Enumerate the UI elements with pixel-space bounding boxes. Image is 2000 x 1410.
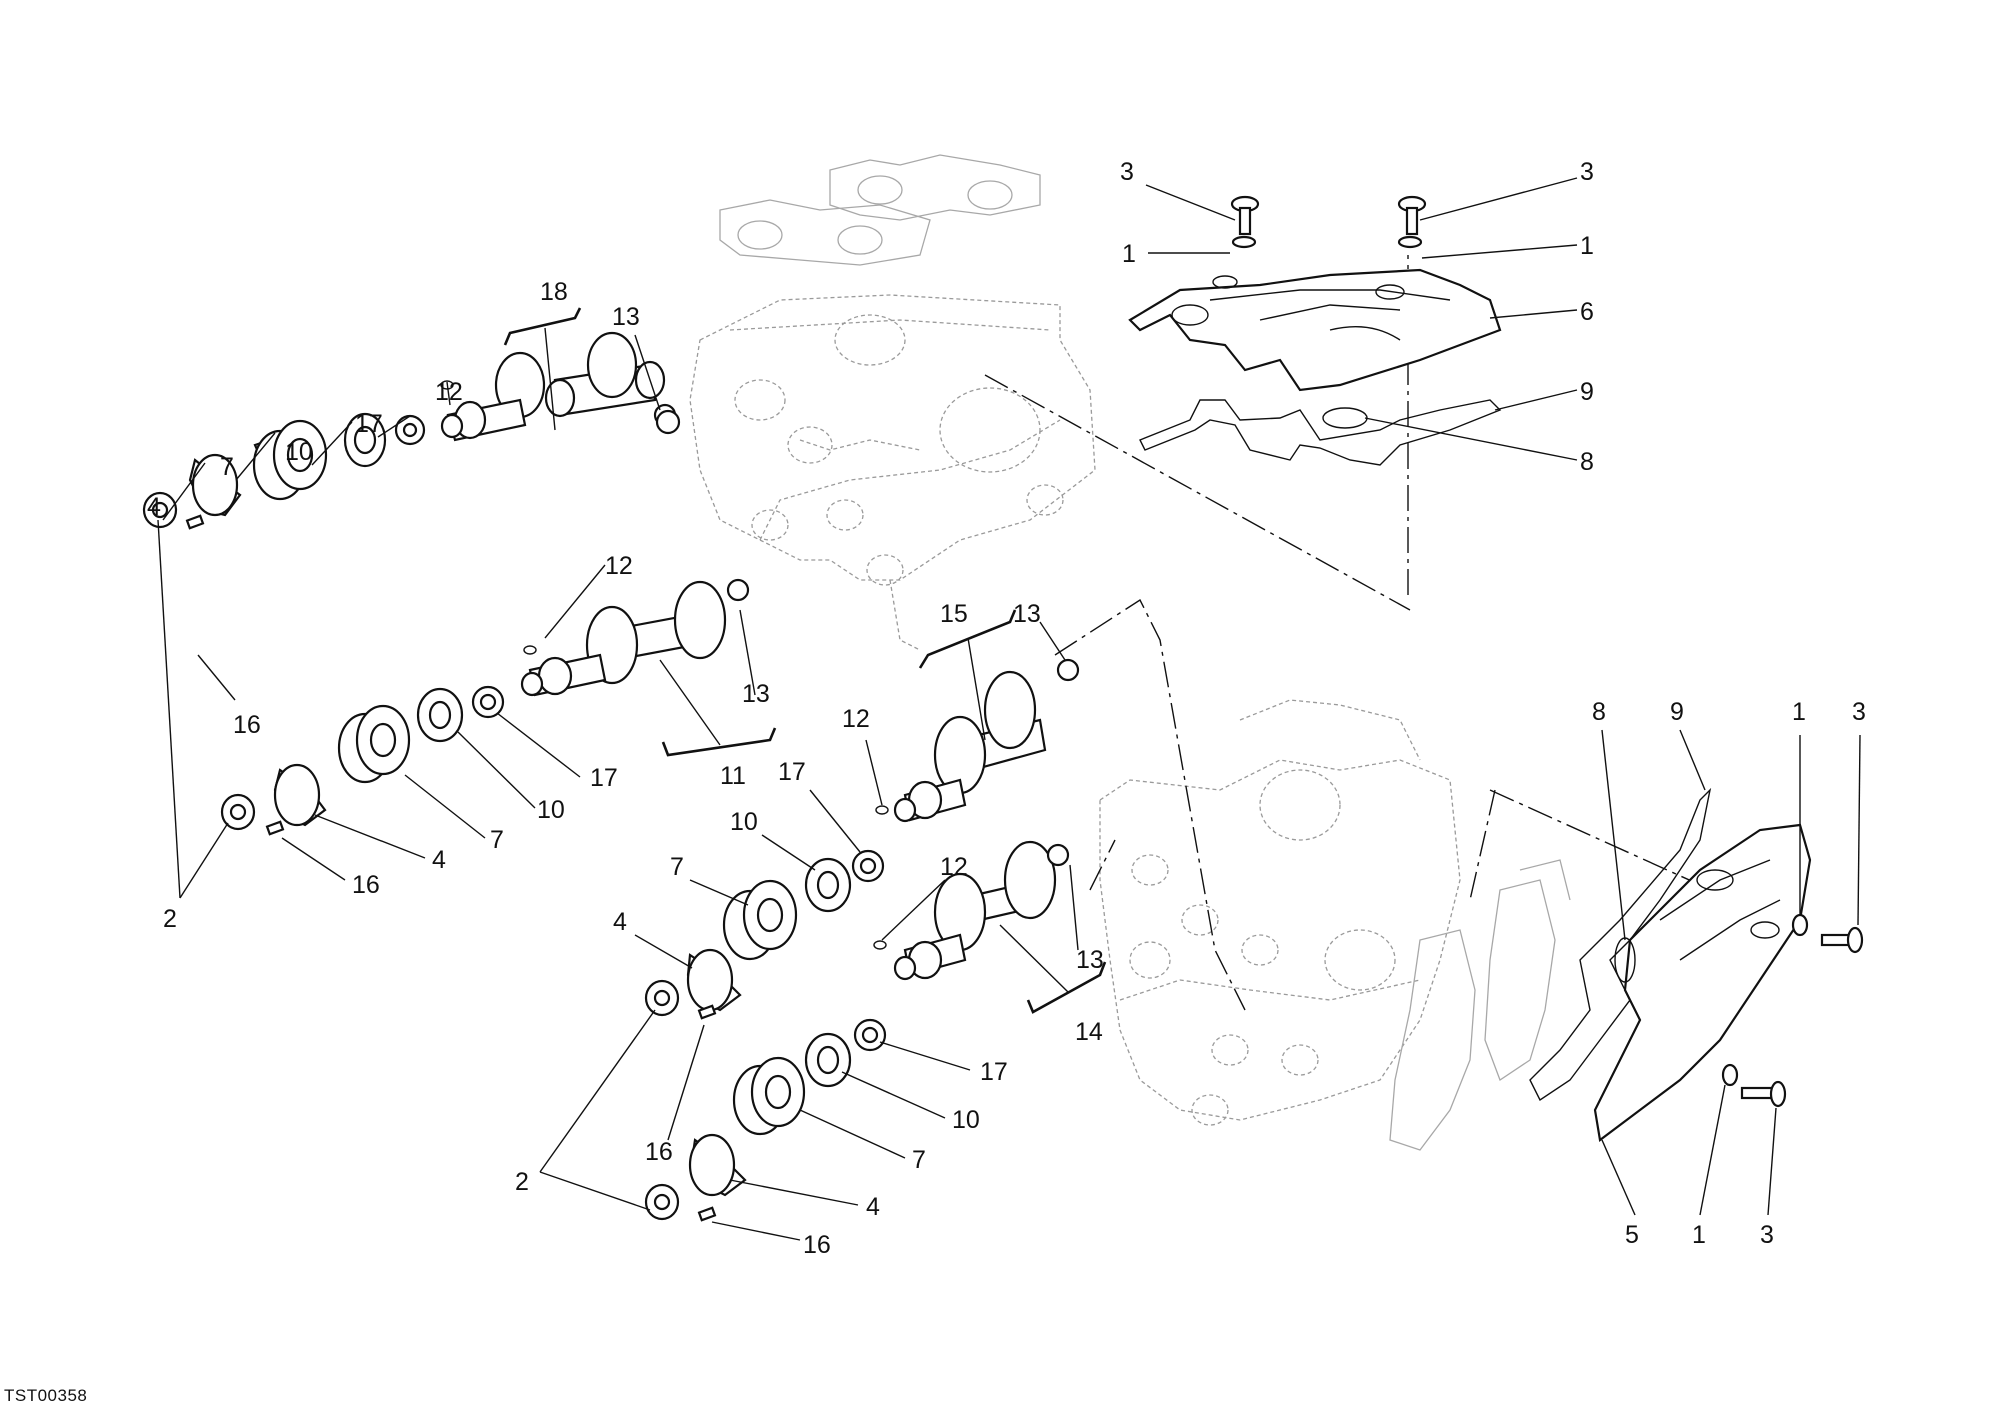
callout-side-gasket: 9 — [1670, 698, 1684, 726]
callout-3-shaft: 15 — [940, 600, 968, 628]
callout-top-seal: 8 — [1580, 448, 1594, 476]
callout-1-spacer: 17 — [355, 410, 383, 438]
assembly-4-callouts: 12 13 14 17 10 7 4 16 — [711, 853, 1107, 1259]
callout-1-bolt: 16 — [233, 711, 261, 739]
callout-side-screw-bottom: 3 — [1760, 1221, 1774, 1249]
callout-4-washer: 4 — [866, 1193, 880, 1221]
callout-3-key: 12 — [842, 705, 870, 733]
callout-top-washer-left: 1 — [1122, 240, 1136, 268]
callout-3-oring: 13 — [1013, 600, 1041, 628]
callout-3-washer: 4 — [613, 908, 627, 936]
callout-top-screw-right: 3 — [1580, 158, 1594, 186]
callout-2-shaft: 11 — [720, 762, 746, 790]
callout-3-nut: 2 — [515, 1168, 529, 1196]
assembly-1-callouts: 18 13 12 17 10 7 4 16 — [147, 278, 661, 739]
camshaft-assembly-4 — [644, 840, 1070, 1222]
callout-side-screw-top: 3 — [1852, 698, 1866, 726]
callout-top-screw-left: 3 — [1120, 158, 1134, 186]
callout-4-spacer: 17 — [980, 1058, 1008, 1086]
callout-2-bolt: 16 — [352, 871, 380, 899]
callout-4-oring: 13 — [1076, 946, 1104, 974]
callout-1-key: 12 — [435, 378, 463, 406]
callout-side-cover: 5 — [1625, 1221, 1639, 1249]
callout-2-key: 12 — [605, 552, 633, 580]
camshaft-assembly-1 — [142, 331, 681, 530]
callout-4-shaft: 14 — [1075, 1018, 1103, 1046]
callout-4-hub: 10 — [952, 1106, 980, 1134]
side-cover-callouts: 8 9 1 3 5 1 3 — [1592, 698, 1866, 1249]
callout-3-spacer: 17 — [778, 758, 806, 786]
lower-cylinder-head-outline — [1099, 699, 1571, 1151]
callout-top-cover: 6 — [1580, 298, 1594, 326]
callout-2-spacer: 17 — [590, 764, 618, 792]
callout-4-pulley: 7 — [912, 1146, 926, 1174]
callout-side-seal: 8 — [1592, 698, 1606, 726]
upper-cylinder-head-outline — [689, 154, 1096, 651]
top-cover-gasket — [1139, 399, 1502, 466]
callout-side-washer-bottom: 1 — [1692, 1221, 1706, 1249]
callout-2-washer: 4 — [432, 846, 446, 874]
callout-1-hub: 10 — [285, 438, 313, 466]
side-cam-cover — [1593, 823, 1812, 1142]
drawing-code: TST00358 — [4, 1386, 88, 1405]
top-cam-cover — [1128, 268, 1502, 392]
camshaft-assembly-3 — [644, 658, 1080, 1020]
assembly-center-lines — [984, 255, 1801, 1011]
callout-1-washer: 4 — [147, 493, 161, 521]
assembly-3-callouts: 15 13 12 17 10 7 4 16 2 — [515, 600, 1066, 1211]
callout-4-key: 12 — [940, 853, 968, 881]
callout-1-oring: 13 — [612, 303, 640, 331]
callout-3-hub: 10 — [730, 808, 758, 836]
side-cover-screws — [1721, 913, 1864, 1108]
callout-2-nut: 2 — [163, 905, 177, 933]
callout-2-pulley: 7 — [490, 826, 504, 854]
callout-top-gasket: 9 — [1580, 378, 1594, 406]
camshaft-assembly-2 — [220, 578, 750, 836]
callout-2-hub: 10 — [537, 796, 565, 824]
callout-top-washer-right: 1 — [1580, 232, 1594, 260]
assembly-2-callouts: 12 13 11 17 10 7 4 16 2 — [157, 519, 777, 933]
callout-1-shaft: 18 — [540, 278, 568, 306]
callout-3-pulley: 7 — [670, 853, 684, 881]
top-cover-callouts: 3 3 1 1 6 9 8 — [1120, 158, 1594, 476]
callout-2-oring: 13 — [742, 680, 770, 708]
callout-1-pulley: 7 — [220, 453, 234, 481]
callout-4-bolt: 16 — [803, 1231, 831, 1259]
top-cover-screws — [1230, 195, 1427, 249]
callout-side-washer-top: 1 — [1792, 698, 1806, 726]
callout-3-bolt: 16 — [645, 1138, 673, 1166]
